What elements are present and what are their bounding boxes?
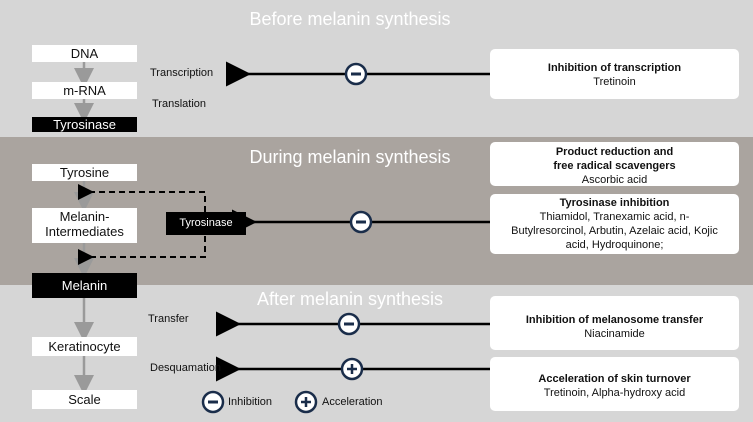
box-title: Acceleration of skin turnover [538, 373, 691, 385]
legend-inhibition-icon [201, 390, 225, 414]
tyrosinase-enzyme-box: Tyrosinase [166, 212, 246, 235]
box-title: Tyrosinase inhibition [559, 197, 670, 209]
node-scale: Scale [32, 390, 137, 409]
node-tyrosine: Tyrosine [32, 164, 137, 181]
node-dna: DNA [32, 45, 137, 62]
box-inhibition-of-transcription: Inhibition of transcription Tretinoin [490, 49, 739, 99]
node-tyrosinase: Tyrosinase [32, 117, 137, 132]
box-body: Tretinoin, Alpha-hydroxy acid [543, 387, 686, 399]
node-mrna: m-RNA [32, 82, 137, 99]
node-melanin-intermediates-line2: Intermediates [45, 224, 124, 239]
box-title-line1: Product reduction and [555, 146, 674, 158]
legend-acceleration-label: Acceleration [322, 396, 383, 408]
box-body-line2: Butylresorcinol, Arbutin, Azelaic acid, … [511, 225, 718, 237]
node-keratinocyte: Keratinocyte [32, 337, 137, 356]
box-acceleration-of-skin-turnover: Acceleration of skin turnover Tretinoin,… [490, 357, 739, 411]
box-title-line2: free radical scavengers [553, 160, 676, 172]
box-body-line1: Thiamidol, Tranexamic acid, n- [539, 211, 690, 223]
inhibition-symbol [337, 312, 361, 336]
legend-acceleration-icon [294, 390, 318, 414]
box-inhibition-of-melanosome-transfer: Inhibition of melanosome transfer Niacin… [490, 296, 739, 350]
label-desquamation: Desquamation [150, 362, 221, 374]
acceleration-symbol [340, 357, 364, 381]
box-body-line3: acid, Hydroquinone; [565, 239, 664, 251]
inhibition-symbol [344, 62, 368, 86]
box-free-radical-scavengers: Product reduction and free radical scave… [490, 142, 739, 186]
during-section-title: During melanin synthesis [249, 147, 451, 167]
inhibition-symbol [349, 210, 373, 234]
legend-inhibition-label: Inhibition [228, 396, 273, 408]
box-tyrosinase-inhibition: Tyrosinase inhibition Thiamidol, Tranexa… [490, 194, 739, 254]
box-body: Ascorbic acid [581, 174, 648, 186]
label-translation: Translation [152, 98, 207, 110]
node-melanin: Melanin [32, 273, 137, 298]
after-section-title: After melanin synthesis [256, 289, 444, 309]
label-transcription: Transcription [150, 67, 214, 79]
box-title: Inhibition of transcription [547, 62, 682, 74]
label-transfer: Transfer [148, 313, 189, 325]
box-title: Inhibition of melanosome transfer [525, 314, 704, 326]
box-body: Tretinoin [593, 76, 636, 88]
tyrosinase-catalysis-loop [78, 184, 206, 265]
before-section-title: Before melanin synthesis [249, 9, 451, 29]
box-body: Niacinamide [584, 328, 645, 340]
node-melanin-intermediates: Melanin- Intermediates [32, 208, 137, 243]
node-melanin-intermediates-line1: Melanin- [59, 209, 110, 224]
